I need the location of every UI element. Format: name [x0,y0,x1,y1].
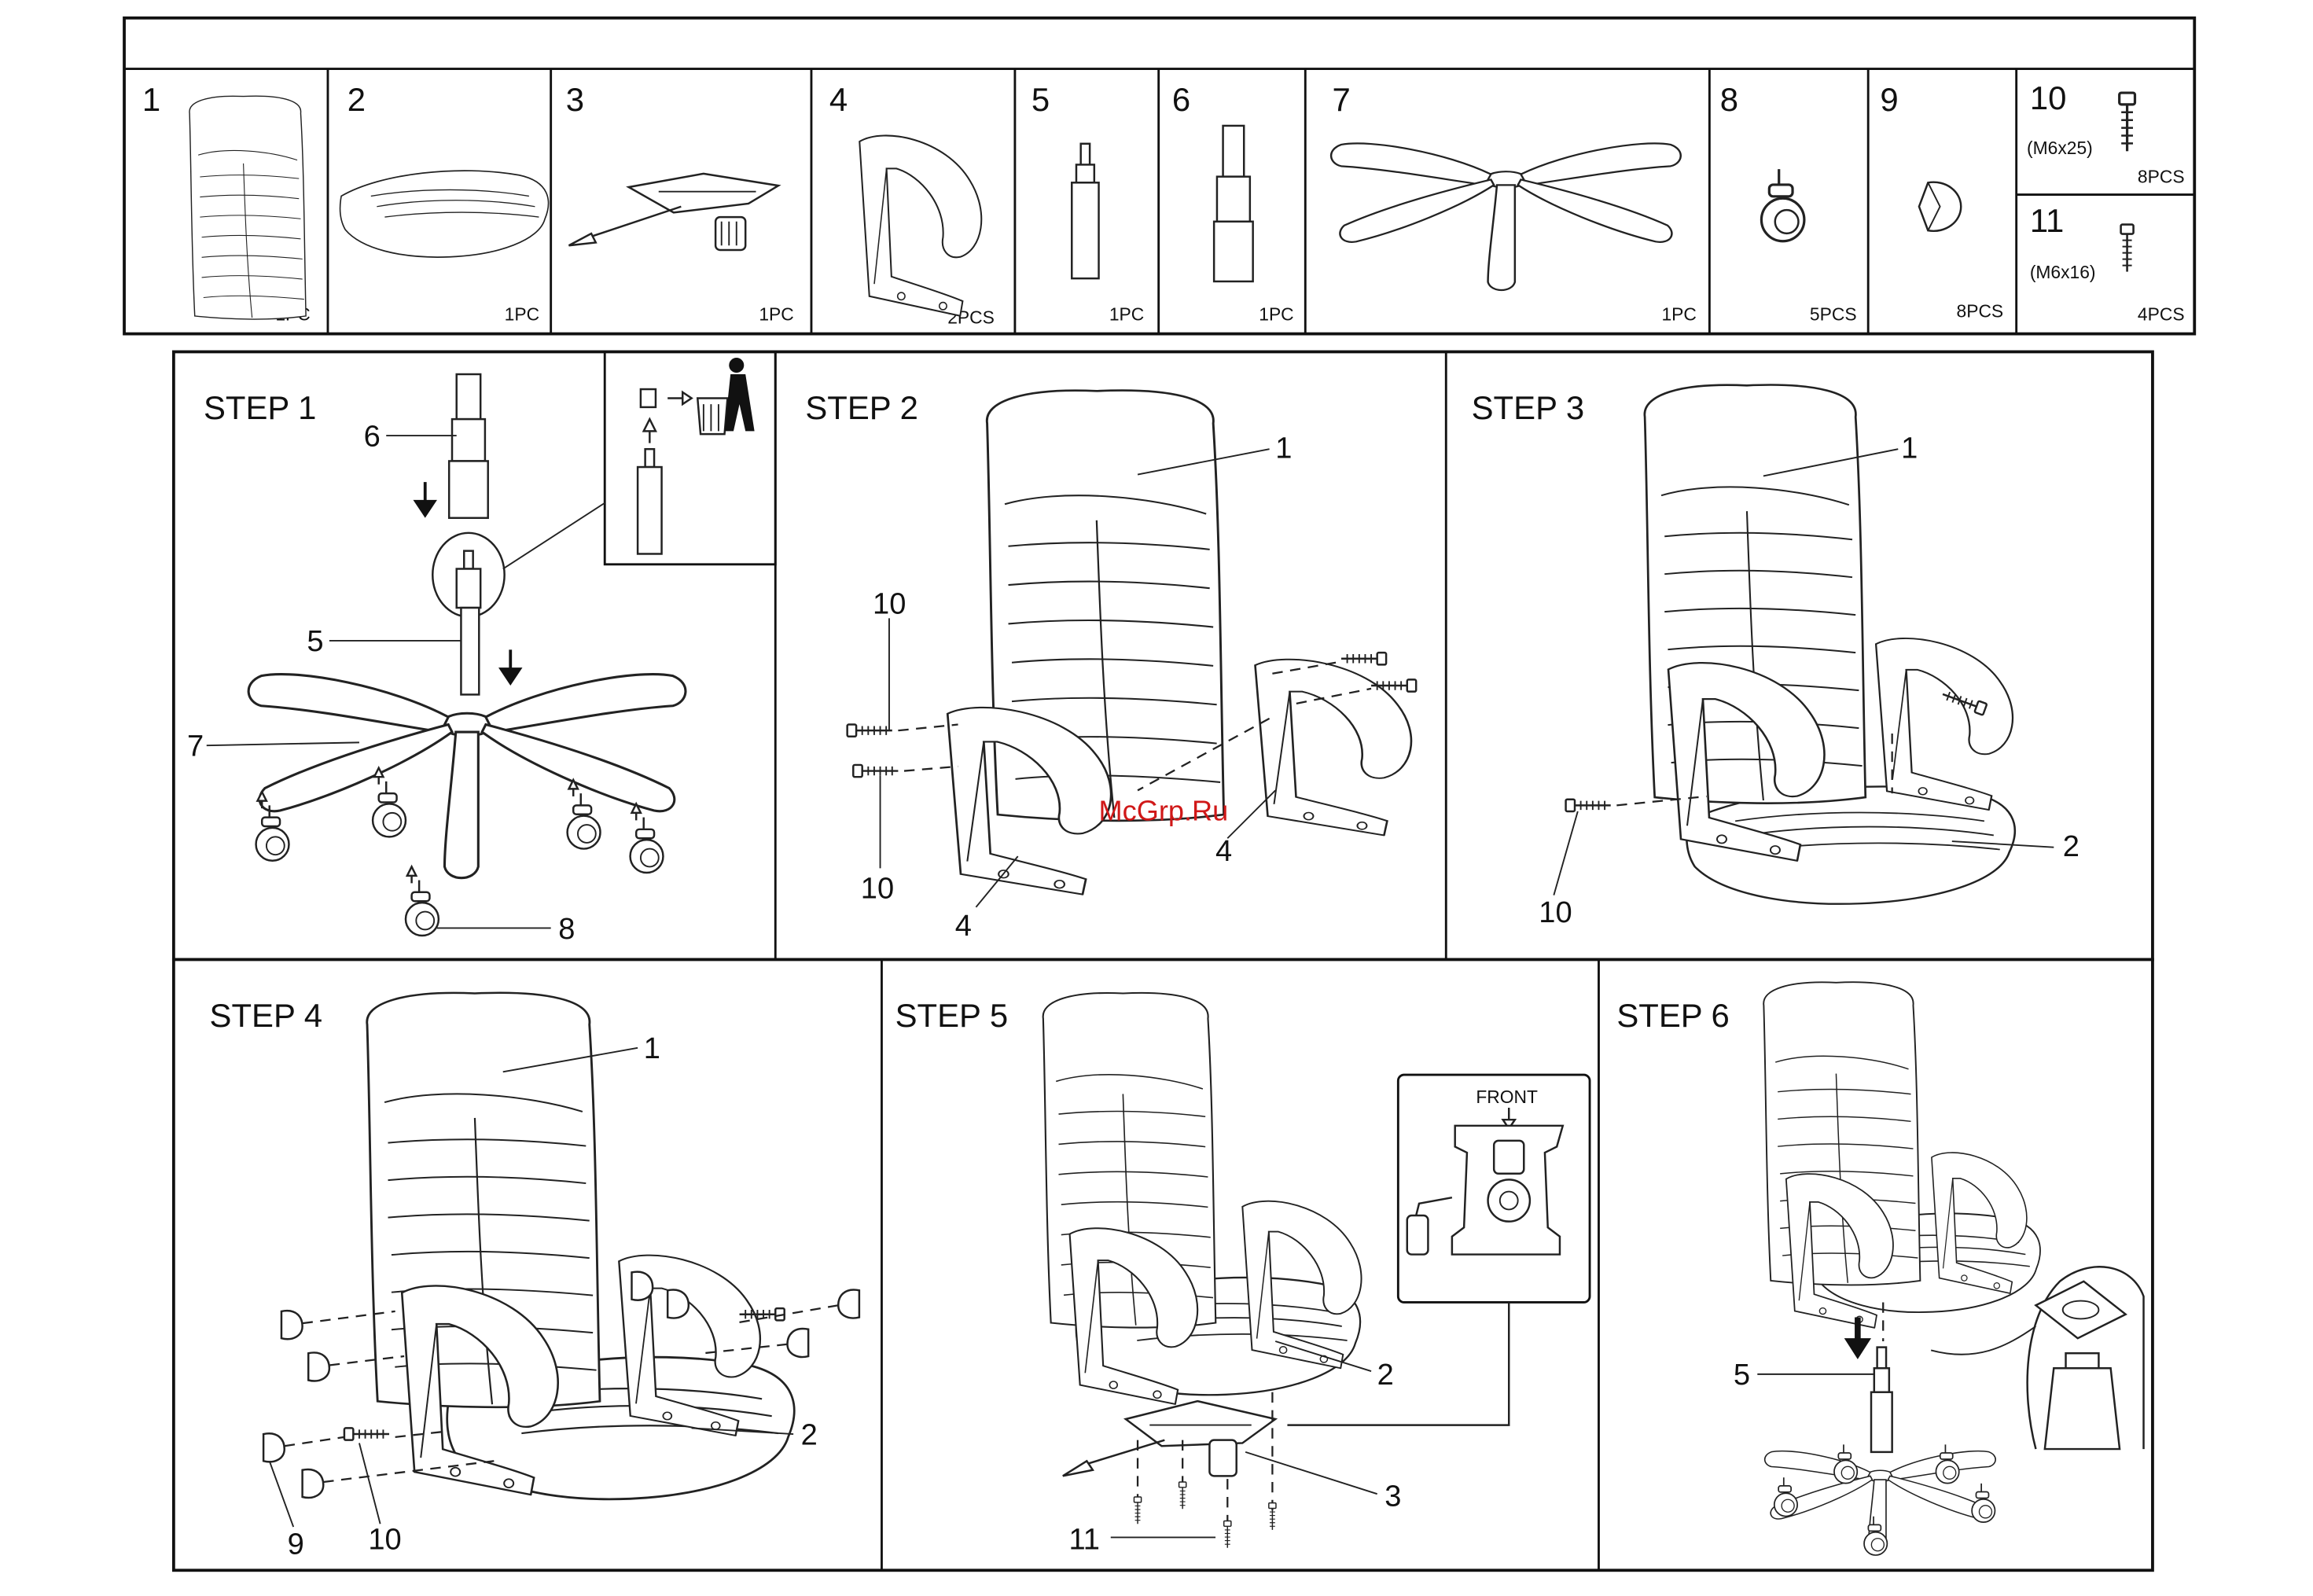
step-1-label-8: 8 [558,913,575,946]
part-number-4: 4 [829,81,848,118]
part-qty-7: 1PC [1661,303,1696,324]
step-3-label-2: 2 [2063,830,2079,863]
gas-lift-icon [457,551,480,695]
part-number-10: 10 [2030,79,2067,116]
step-2-label-1: 1 [1275,432,1292,465]
step-4-label-10: 10 [368,1524,401,1557]
part-qty-10: 8PCS [2138,166,2185,186]
part-qty-11: 4PCS [2138,303,2185,324]
part-number-2: 2 [348,81,366,118]
step-2-label-10: 10 [873,588,906,621]
step-5-label-2: 2 [1377,1359,1394,1392]
chair-back-icon [1763,982,1920,1285]
part-qty-9: 8PCS [1957,301,2004,322]
chair-back-icon [1043,993,1216,1328]
parts-table: 1 2 3 4 5 6 7 8 9 10 11 (M6x25) (M6x16) … [124,18,2194,334]
step-3-label-1: 1 [1901,432,1918,465]
part-number-8: 8 [1720,81,1738,118]
seat-cushion-icon [340,171,549,257]
gas-lift-icon [1072,144,1098,278]
step-1-label-7: 7 [187,730,204,763]
step-6-label-5: 5 [1734,1359,1750,1392]
step-4-title: STEP 4 [210,997,323,1034]
part-number-5: 5 [1031,81,1050,118]
part-number-6: 6 [1172,81,1190,118]
chair-back-icon [189,96,306,319]
part-number-9: 9 [1880,81,1898,118]
step-5-label-3: 3 [1384,1480,1401,1513]
step-1-title: STEP 1 [204,389,317,426]
part-number-11: 11 [2030,202,2064,239]
step-3-title: STEP 3 [1472,389,1585,426]
part-qty-8: 5PCS [1810,303,1857,324]
step-2-label-10b: 10 [861,872,894,905]
part-number-1: 1 [142,81,160,118]
part-qty-6: 1PC [1259,303,1293,324]
part-number-3: 3 [566,81,584,118]
step-2-label-4b: 4 [1215,835,1232,868]
step-3-label-10: 10 [1539,896,1572,929]
mechanism-plate-icon [1452,1126,1563,1255]
step-4-label-1: 1 [644,1032,660,1065]
watermark: McGrp.Ru [1099,794,1229,826]
step-6-title: STEP 6 [1616,997,1730,1034]
step-1-label-5: 5 [307,625,323,658]
step-4-label-9: 9 [288,1528,304,1561]
step-2-title: STEP 2 [805,389,918,426]
part-qty-3: 1PC [759,303,793,324]
part-spec-11: (M6x16) [2030,262,2096,282]
part-qty-5: 1PC [1109,303,1144,324]
part-spec-10: (M6x25) [2027,138,2093,158]
step-2-label-4: 4 [955,910,972,943]
step-4-label-2: 2 [801,1418,818,1451]
part-qty-2: 1PC [505,303,539,324]
front-label: FRONT [1476,1087,1538,1107]
step-5-label-11: 11 [1068,1524,1100,1557]
step-1-label-6: 6 [364,420,381,453]
step-5-title: STEP 5 [895,997,1009,1034]
chair-back-icon [987,391,1223,821]
part-number-7: 7 [1333,81,1351,118]
